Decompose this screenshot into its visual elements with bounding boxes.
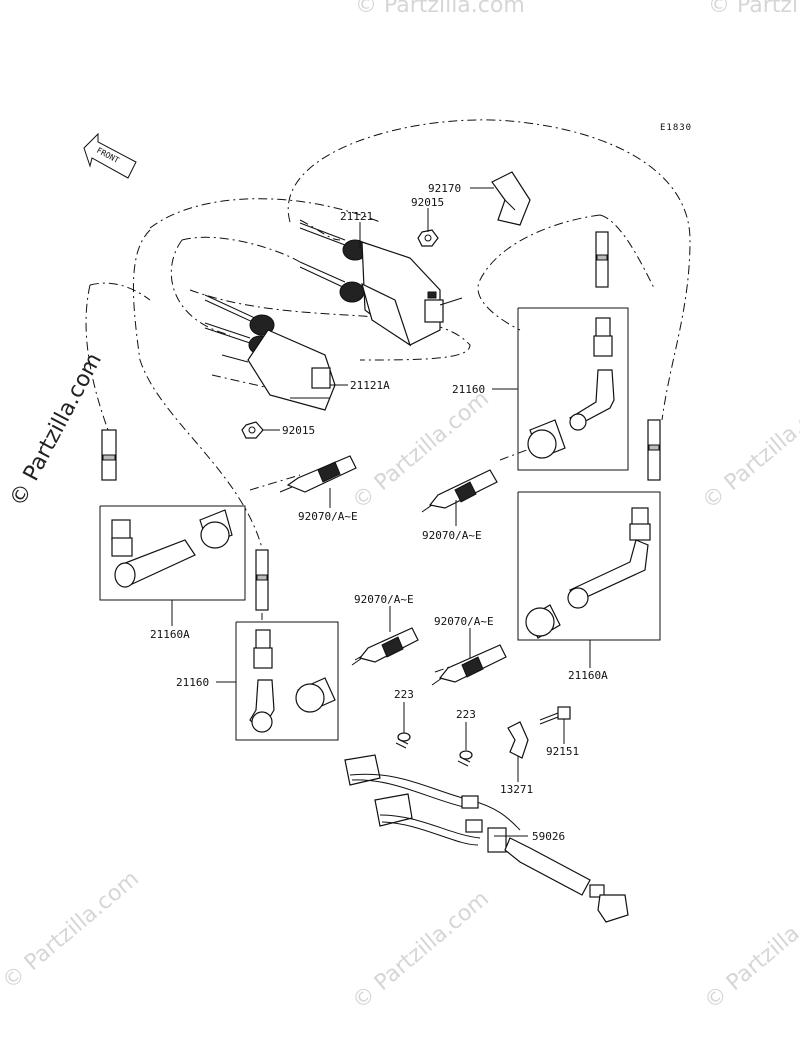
label-92070-a: 92070/A~E xyxy=(298,510,358,523)
plug-cap-21160A-left xyxy=(101,429,233,588)
watermark: © Partzilla.com xyxy=(700,886,800,1014)
label-92070-c: 92070/A~E xyxy=(354,593,414,606)
plug-cap-21160-right xyxy=(527,231,615,459)
nut-92015-top xyxy=(417,229,439,247)
label-92070-b: 92070/A~E xyxy=(422,529,482,542)
watermark: © Partzilla.com xyxy=(708,0,800,18)
clamp-92170 xyxy=(491,171,531,226)
ignition-coil-21121A xyxy=(204,294,336,411)
watermark: © Partzilla.com xyxy=(0,866,144,994)
diagram-code: E1830 xyxy=(660,123,692,133)
watermark: © Partzilla.com xyxy=(698,386,800,514)
label-59026: 59026 xyxy=(532,830,565,843)
label-21160A-right: 21160A xyxy=(568,669,608,682)
screw-223-b xyxy=(457,750,473,767)
plug-cap-21160-left xyxy=(249,549,336,733)
label-21160A-left: 21160A xyxy=(150,628,190,641)
spark-plug-92070-d xyxy=(431,644,507,686)
label-92070-d: 92070/A~E xyxy=(434,615,494,628)
bracket-21160-right xyxy=(517,307,629,471)
plug-cap-21160A-right xyxy=(525,419,661,639)
front-arrow-icon: FRONT xyxy=(83,132,137,179)
watermark: © Partzilla.com xyxy=(348,886,494,1014)
nut-92015-bottom xyxy=(241,421,264,439)
screw-223-a xyxy=(395,732,411,749)
spark-plug-92070-a xyxy=(279,455,357,493)
part-labels: 92170 92015 21121 21121A 92015 21160 920… xyxy=(150,182,608,843)
label-13271: 13271 xyxy=(500,783,533,796)
label-92170: 92170 xyxy=(428,182,461,195)
label-92151: 92151 xyxy=(546,745,579,758)
leader-lines xyxy=(171,187,591,837)
label-21160-right: 21160 xyxy=(452,383,485,396)
label-21121: 21121 xyxy=(340,210,373,223)
label-92015-top: 92015 xyxy=(411,196,444,209)
label-223-b: 223 xyxy=(456,708,476,721)
bolt-92151 xyxy=(539,706,571,725)
spark-plug-92070-c xyxy=(351,627,419,666)
clamp-13271 xyxy=(507,721,529,759)
label-92015-bottom: 92015 xyxy=(282,424,315,437)
label-21121A: 21121A xyxy=(350,379,390,392)
watermark: © Partzilla.com xyxy=(355,0,525,18)
wiring-harness-59026 xyxy=(344,754,629,923)
bracket-21160-left xyxy=(235,621,339,741)
ignition-coil-21121 xyxy=(299,222,463,347)
watermarks: © Partzilla.com © Partzilla.com © Partzi… xyxy=(0,0,800,1015)
bracket-21160A-right xyxy=(517,491,661,641)
routing-lines xyxy=(85,119,691,673)
label-223-a: 223 xyxy=(394,688,414,701)
label-21160-left: 21160 xyxy=(176,676,209,689)
spark-plug-92070-b xyxy=(421,469,498,513)
bracket-21160A-left xyxy=(99,505,246,601)
